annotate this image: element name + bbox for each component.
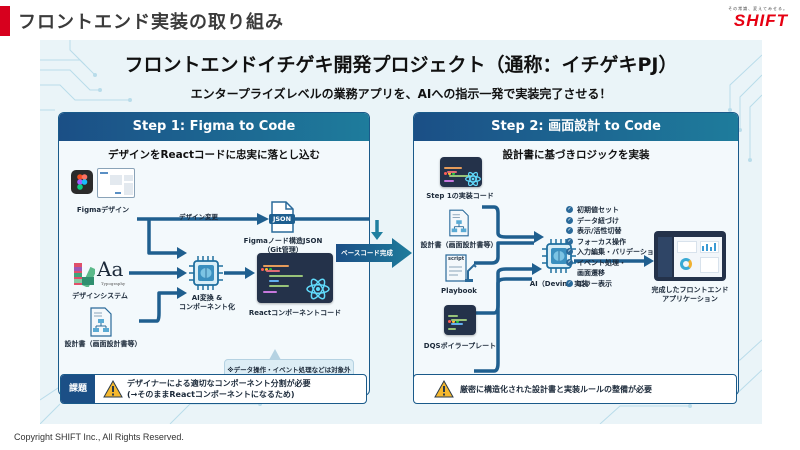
color-palette-icon xyxy=(73,261,97,291)
step1-code-label: Step 1の実装コード xyxy=(426,192,494,200)
logo-wordmark: SHIFT xyxy=(733,11,788,30)
checklist-item: ✓表示/活性切替 xyxy=(566,227,622,235)
finished-app-label-line2: アプリケーション xyxy=(662,295,718,303)
warning-icon xyxy=(434,380,454,398)
playbook-script-icon: script xyxy=(444,253,478,283)
step1-flow-arrows xyxy=(129,213,369,323)
react-logo-icon xyxy=(306,278,330,300)
json-label-line2: （Git管理） xyxy=(263,246,303,254)
spec-document-icon xyxy=(89,307,113,341)
step1-code-window-icon xyxy=(440,157,482,187)
check-icon: ✓ xyxy=(566,248,573,255)
boilerplate-label: DQSボイラープレート xyxy=(423,342,497,350)
step2-flow-arrows xyxy=(474,205,654,373)
check-icon: ✓ xyxy=(566,237,573,245)
diagram-panel: フロントエンドイチゲキ開発プロジェクト（通称：イチゲキPJ） エンタープライズレ… xyxy=(40,40,762,424)
react-logo-icon xyxy=(465,171,481,187)
ai-convert-label-line2: コンポーネント化 xyxy=(179,303,235,311)
issue-tag: 課題 xyxy=(61,375,95,403)
ai-chip-icon xyxy=(542,239,576,277)
shift-logo: その常識、変えてみせる。 SHIFT xyxy=(728,6,788,29)
slide-title: フロントエンド実装の取り組み xyxy=(18,12,284,33)
step2-issue-box: 厳密に構造化された設計書と実装ルールの整備が必要 xyxy=(413,374,737,404)
note-callout-tail xyxy=(269,349,281,360)
finished-app-label-line1: 完成したフロントエンド xyxy=(651,286,729,294)
copyright-footer: Copyright SHIFT Inc., All Rights Reserve… xyxy=(14,432,184,442)
warning-icon xyxy=(103,380,123,398)
typography-caption: Typography xyxy=(101,281,126,286)
step1-subheading: デザインをReactコードに忠実に落とし込む xyxy=(107,149,321,161)
figma-design-mockup-icon xyxy=(97,168,135,198)
playbook-label: Playbook xyxy=(441,287,477,295)
design-change-label: デザイン変更 xyxy=(179,213,218,221)
checklist-item: ✓初期値セット xyxy=(566,206,619,214)
check-icon: ✓ xyxy=(566,258,573,266)
finished-app-dashboard-icon xyxy=(654,231,726,281)
checklist-item: ✓データ紐づけ xyxy=(566,216,619,225)
base-code-complete-arrow: ベースコード完成 xyxy=(336,238,412,268)
step1-issue-line2: (→そのままReactコンポーネントになるため) xyxy=(127,390,295,399)
step2-issue-text: 厳密に構造化された設計書と実装ルールの整備が必要 xyxy=(460,385,652,394)
step2-subheading: 設計書に基づきロジックを実装 xyxy=(502,149,650,161)
check-icon: ✓ xyxy=(566,216,573,224)
checklist-item: ✓エラー表示 xyxy=(566,279,612,288)
implementation-checklist: ✓初期値セット ✓データ紐づけ ✓表示/活性切替 ✓フォーカス操作 ✓入力編集・… xyxy=(566,205,661,289)
step1-box: Step 1: Figma to Code デザインをReactコードに忠実に落… xyxy=(58,112,370,396)
project-subtitle: エンタープライズレベルの業務アプリを、AIへの指示一発で実装完了させる！ xyxy=(190,87,612,101)
step1-issue-line1: デザイナーによる適切なコンポーネント分割が必要 xyxy=(127,379,311,388)
typography-sample: Aa xyxy=(97,257,124,281)
figma-design-label: Figmaデザイン xyxy=(76,206,130,214)
ai-convert-label-line1: AI変換 & xyxy=(191,294,223,302)
checklist-item: ✓入力編集・バリデーション xyxy=(566,248,661,256)
checklist-item: ✓フォーカス操作 xyxy=(566,237,626,246)
ai-devin-label: AI（Devin）実装 xyxy=(529,280,589,288)
base-code-complete-label: ベースコード完成 xyxy=(341,249,393,257)
step2-heading: Step 2: 画面設計 to Code xyxy=(414,113,738,141)
project-title: フロントエンドイチゲキ開発プロジェクト（通称：イチゲキPJ） xyxy=(124,54,678,76)
design-system-label: デザインシステム xyxy=(72,292,128,300)
figma-logo-icon xyxy=(71,170,93,194)
react-component-code-label: Reactコンポーネントコード xyxy=(248,309,342,317)
logo-tagline: その常識、変えてみせる。 xyxy=(728,6,788,11)
spec-document-label: 設計書（画面設計書等） xyxy=(420,241,498,249)
checklist-item-continued: 画面遷移 xyxy=(577,269,605,277)
json-label-line1: Figmaノード構造JSON xyxy=(243,237,323,245)
step2-box: Step 2: 画面設計 to Code 設計書に基づきロジックを実装 xyxy=(413,112,739,396)
react-code-window-icon xyxy=(257,253,333,303)
title-accent-bar xyxy=(0,6,10,36)
json-file-icon: JSON xyxy=(269,201,295,233)
check-icon: ✓ xyxy=(566,279,573,287)
step1-issue-box: 課題 デザイナーによる適切なコンポーネント分割が必要 (→そのままReactコン… xyxy=(60,374,367,404)
check-icon: ✓ xyxy=(566,227,573,234)
spec-document-icon xyxy=(448,209,470,241)
check-icon: ✓ xyxy=(566,206,573,213)
slide-header: フロントエンド実装の取り組み その常識、変えてみせる。 SHIFT xyxy=(0,0,800,38)
json-icon-text: JSON xyxy=(272,215,292,223)
script-tag-text: script xyxy=(448,256,465,262)
step1-heading: Step 1: Figma to Code xyxy=(59,113,369,141)
checklist-item: ✓イベント処理・ xyxy=(566,258,626,267)
boilerplate-code-window-icon xyxy=(444,305,476,335)
ai-chip-icon xyxy=(189,256,223,294)
step1-to-handoff-arrow xyxy=(371,220,383,240)
spec-document-label: 設計書（画面設計書等） xyxy=(64,340,142,348)
